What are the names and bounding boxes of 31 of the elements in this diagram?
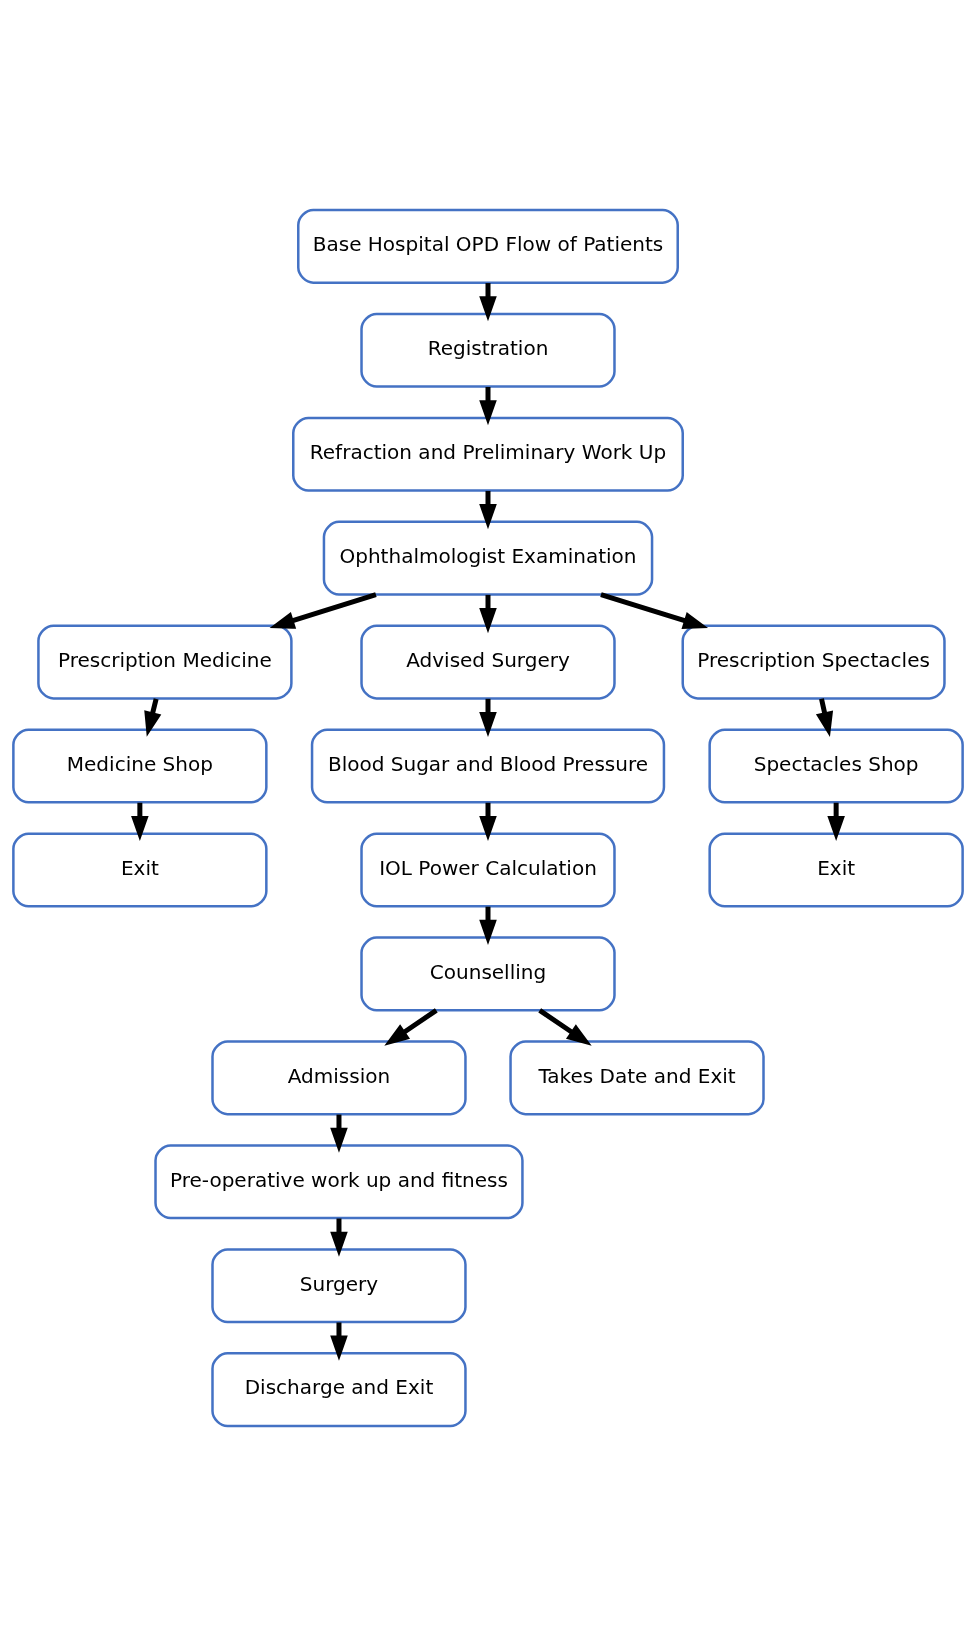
node-box: Medicine Shop: [12, 728, 268, 804]
node-box: Pre-operative work up and fitness: [154, 1144, 524, 1220]
node-box: Blood Sugar and Blood Pressure: [310, 728, 666, 804]
arrow: [479, 490, 497, 530]
node-box: Refraction and Preliminary Work Up: [292, 416, 684, 492]
node-box: Counselling: [360, 936, 616, 1012]
node-box: Advised Surgery: [360, 624, 616, 700]
arrow: [479, 387, 497, 426]
arrow: [384, 1008, 438, 1046]
node-box: IOL Power Calculation: [360, 832, 616, 908]
arrow: [330, 1322, 348, 1361]
node-box: Registration: [360, 312, 616, 388]
arrow: [479, 594, 497, 634]
node-box: Prescription Spectacles: [681, 624, 946, 700]
node-box: Discharge and Exit: [211, 1352, 467, 1428]
node-box: Spectacles Shop: [708, 728, 964, 804]
node-box: Exit: [12, 832, 268, 908]
arrow: [479, 802, 497, 841]
node-box: Prescription Medicine: [37, 624, 293, 700]
node-box: Takes Date and Exit: [509, 1040, 765, 1116]
arrow: [600, 592, 709, 629]
node-box: Surgery: [211, 1248, 467, 1324]
node-box: Admission: [211, 1040, 467, 1116]
arrow: [479, 906, 497, 945]
arrow: [269, 592, 377, 629]
arrow: [479, 698, 497, 738]
node-box: Exit: [708, 832, 964, 908]
arrow: [479, 283, 497, 322]
node-box: Ophthalmologist Examination: [322, 520, 654, 596]
node-box: Base Hospital OPD Flow of Patients: [297, 208, 679, 284]
arrow: [538, 1008, 592, 1046]
